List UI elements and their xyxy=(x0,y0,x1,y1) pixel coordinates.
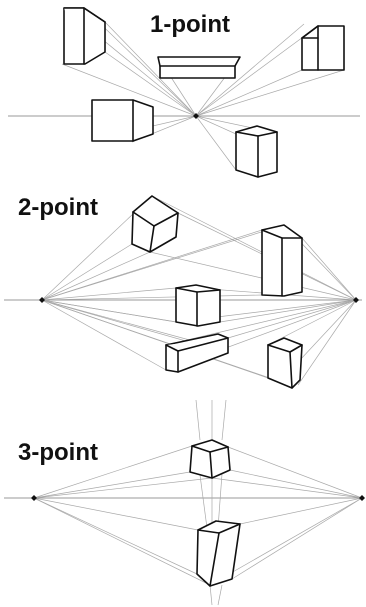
one-point-box-top-right xyxy=(301,25,345,71)
two-point-box-flat-bottom xyxy=(165,333,229,373)
one-point-vanishing-point xyxy=(193,113,199,119)
two-point-section: 2-point xyxy=(4,194,362,389)
two-point-box-center xyxy=(175,284,221,327)
one-point-box-bottom-left xyxy=(91,99,154,142)
one-point-box-top-left xyxy=(63,7,106,65)
three-point-title: 3-point xyxy=(18,439,98,466)
three-point-left-vanishing-point xyxy=(31,495,37,501)
three-point-box-lower xyxy=(196,520,241,587)
one-point-box-top-middle xyxy=(157,56,241,79)
two-point-title: 2-point xyxy=(18,194,98,221)
two-point-right-vanishing-point xyxy=(353,297,359,303)
one-point-title: 1-point xyxy=(150,11,230,38)
two-point-box-upper-left xyxy=(131,195,179,253)
three-point-box-upper xyxy=(189,439,231,479)
two-point-box-lower-right xyxy=(267,337,303,389)
three-point-section: 3-point xyxy=(4,399,365,606)
two-point-guide-lines xyxy=(41,195,357,386)
one-point-section: 1-point xyxy=(8,7,360,178)
two-point-left-vanishing-point xyxy=(39,297,45,303)
two-point-box-tall-right xyxy=(261,224,303,297)
three-point-right-vanishing-point xyxy=(359,495,365,501)
three-point-guide-lines xyxy=(33,399,363,606)
one-point-box-bottom-right xyxy=(235,125,278,178)
